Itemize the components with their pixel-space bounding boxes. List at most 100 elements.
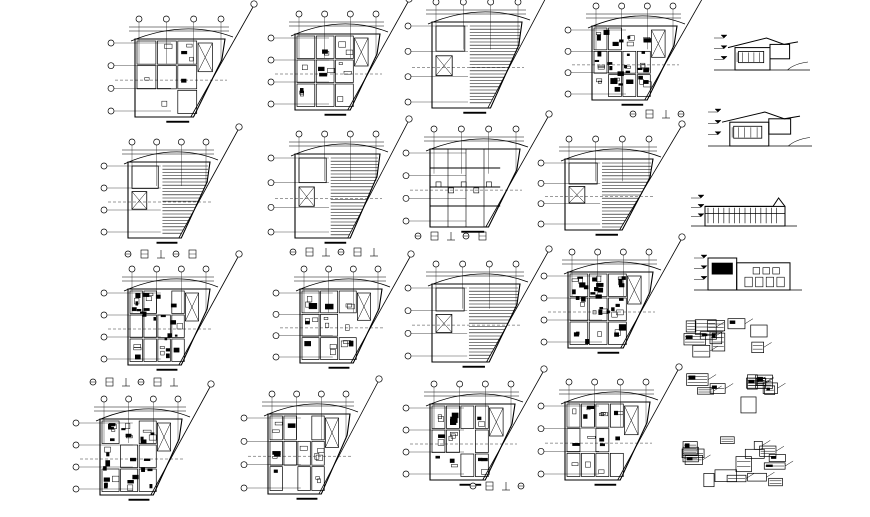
diagonal-axis xyxy=(347,121,409,239)
column xyxy=(448,187,454,194)
level-arrow xyxy=(697,213,705,217)
level-arrow xyxy=(714,108,722,113)
grid-bubble xyxy=(404,329,412,337)
room xyxy=(435,314,453,333)
fixture xyxy=(637,67,643,70)
grid-bubble xyxy=(457,125,465,133)
fixture xyxy=(140,311,147,314)
grid-bubble xyxy=(240,414,248,422)
void xyxy=(354,37,369,67)
roof-line xyxy=(727,37,799,49)
fixture xyxy=(599,306,604,310)
grid-bubble xyxy=(402,149,410,157)
grid-bubble xyxy=(100,184,108,192)
grid-bubble xyxy=(267,78,275,86)
grid-bubble xyxy=(675,363,683,371)
room xyxy=(296,59,316,83)
scale-bar xyxy=(296,497,318,500)
furniture xyxy=(640,64,646,69)
room xyxy=(609,403,624,428)
grid-bubble xyxy=(459,0,467,6)
furniture xyxy=(125,423,131,429)
room xyxy=(298,186,315,207)
floor-plan-3 xyxy=(404,0,546,114)
grid-bubble xyxy=(293,390,301,398)
furniture xyxy=(598,469,605,474)
void xyxy=(651,29,666,58)
grid-bubble xyxy=(402,217,410,225)
roof-curve xyxy=(425,138,529,152)
room xyxy=(269,415,283,441)
roof-curve xyxy=(290,143,389,157)
grid-bubble xyxy=(295,130,303,138)
grid-bubble xyxy=(407,250,415,258)
furniture xyxy=(613,410,619,416)
furniture xyxy=(319,72,328,77)
detail-box xyxy=(699,331,717,340)
fixture xyxy=(575,296,580,300)
fixture xyxy=(614,86,621,92)
cross-mark xyxy=(157,422,171,452)
diagonal-axis xyxy=(190,6,254,118)
room xyxy=(622,50,637,74)
furniture xyxy=(160,350,165,356)
grid-bubble xyxy=(537,425,545,433)
grid-bubble xyxy=(404,22,412,30)
furniture xyxy=(449,458,455,463)
furniture xyxy=(572,443,580,446)
cross-mark xyxy=(651,29,666,58)
furniture xyxy=(305,318,310,323)
symbol-strip xyxy=(124,249,197,259)
furniture xyxy=(616,309,624,316)
floor-plan-8 xyxy=(537,120,686,236)
room xyxy=(311,415,325,441)
diagonal-axis xyxy=(350,256,411,364)
leader-line xyxy=(775,445,785,452)
furniture xyxy=(112,475,120,483)
fixture xyxy=(103,477,110,482)
detail-box xyxy=(735,456,752,473)
detail-box xyxy=(720,436,735,444)
furniture xyxy=(583,414,588,419)
detail-box xyxy=(768,454,786,462)
room xyxy=(129,314,143,338)
room xyxy=(460,453,475,477)
diagonal-axis xyxy=(178,129,239,239)
diagonal-axis xyxy=(485,116,549,228)
grid-bubble xyxy=(317,390,325,398)
grid-bubble xyxy=(594,248,602,256)
furniture xyxy=(273,469,278,473)
furniture xyxy=(345,49,354,55)
level-arrow xyxy=(720,45,728,49)
fixture xyxy=(153,317,157,321)
grid-bubble xyxy=(267,154,275,162)
furniture xyxy=(580,302,585,307)
grid-bubble xyxy=(540,294,548,302)
furniture xyxy=(481,469,490,475)
furniture xyxy=(329,344,337,349)
wall xyxy=(769,43,791,60)
scale-bar xyxy=(324,241,347,244)
grid-bubble xyxy=(235,123,243,131)
fixture xyxy=(131,307,137,312)
grid-bubble xyxy=(512,260,520,268)
room xyxy=(311,466,325,491)
grid-bubble xyxy=(404,47,412,55)
grid-bubble xyxy=(485,125,493,133)
fixture xyxy=(645,67,650,71)
grid-bubble xyxy=(72,463,80,471)
furniture xyxy=(481,457,488,462)
grid-bubble xyxy=(643,2,651,10)
furniture xyxy=(345,303,353,308)
grid-bubble xyxy=(616,378,624,386)
grid-bubble xyxy=(592,2,600,10)
grid-bubble xyxy=(267,100,275,108)
furniture xyxy=(592,277,597,282)
fixture xyxy=(140,436,144,441)
roof-curve xyxy=(263,403,359,417)
furniture xyxy=(435,455,440,459)
room xyxy=(136,40,157,65)
furniture xyxy=(571,462,579,466)
fixture xyxy=(590,292,596,295)
